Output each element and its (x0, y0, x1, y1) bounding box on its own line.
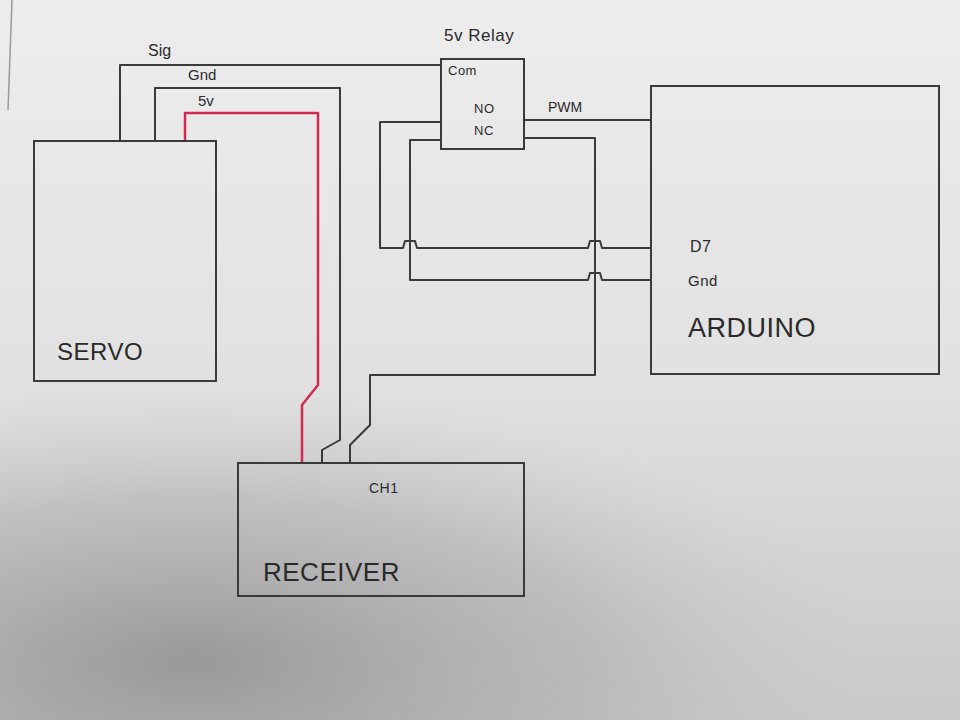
wire (410, 140, 650, 280)
wire-label: Gnd (188, 66, 216, 83)
arduino-box: D7GndARDUINO (650, 85, 940, 375)
component-name: RECEIVER (263, 558, 400, 588)
photo-shadow (0, 330, 960, 720)
relay-box: 5v RelayComNONC (440, 58, 525, 150)
pin-label: NO (474, 102, 495, 117)
wire-label: Sig (148, 42, 171, 60)
pin-label: Com (448, 64, 477, 79)
servo-box: SERVO (33, 140, 217, 382)
channel-label: CH1 (369, 480, 399, 496)
component-name: SERVO (57, 338, 143, 366)
paper-margin (8, 0, 12, 110)
relay-heading: 5v Relay (444, 26, 514, 46)
pin-label: NC (474, 124, 494, 139)
receiver-box: CH1RECEIVER (237, 462, 525, 597)
component-name: ARDUINO (688, 313, 816, 344)
wire (350, 138, 595, 462)
pin-label: Gnd (688, 272, 718, 289)
pin-label: D7 (690, 238, 711, 256)
wire-label: PWM (548, 99, 582, 115)
wire (525, 119, 650, 121)
wire (120, 65, 440, 140)
wire-label: 5v (198, 92, 214, 109)
wire (155, 88, 340, 462)
wire (185, 113, 318, 462)
